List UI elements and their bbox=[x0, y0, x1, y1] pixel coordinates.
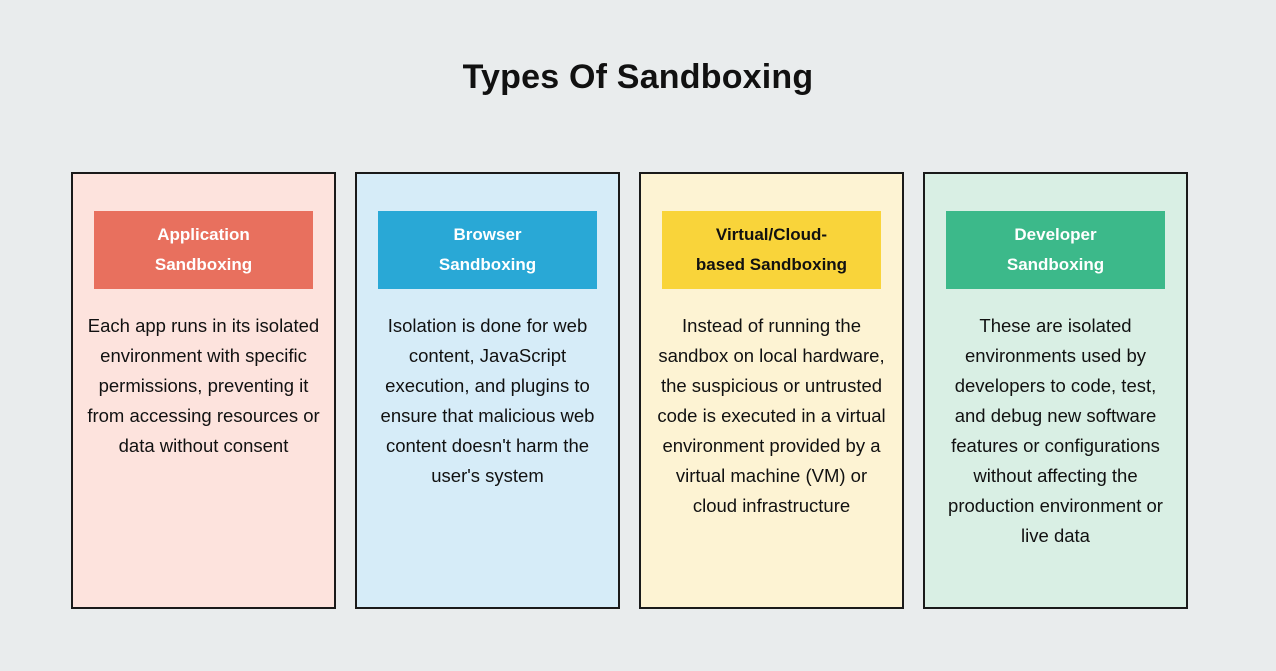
card-header-virtual-cloud-based-sandboxing: Virtual/Cloud-based Sandboxing bbox=[662, 211, 881, 289]
card-virtual-cloud-based-sandboxing: Virtual/Cloud-based Sandboxing Instead o… bbox=[639, 172, 904, 609]
card-body-browser-sandboxing: Isolation is done for web content, JavaS… bbox=[380, 315, 595, 486]
card-header-text: Virtual/Cloud-based Sandboxing bbox=[695, 224, 848, 274]
card-body-application-sandboxing: Each app runs in its isolated environmen… bbox=[87, 315, 320, 456]
card-body-virtual-cloud-based-sandboxing: Instead of running the sandbox on local … bbox=[657, 315, 886, 516]
page-title: Types Of Sandboxing bbox=[462, 58, 814, 96]
card-body-developer-sandboxing: These are isolated environments used by … bbox=[948, 315, 1163, 546]
